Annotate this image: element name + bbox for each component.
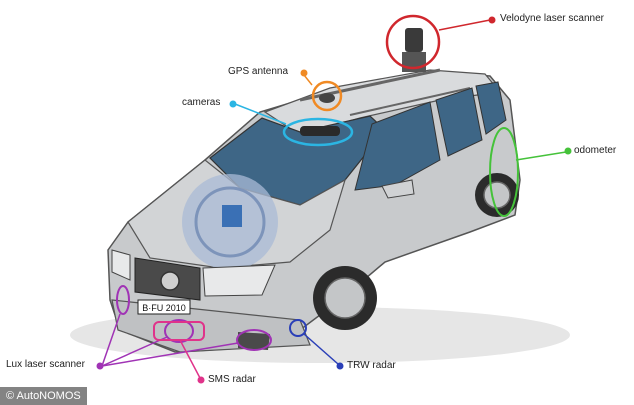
velodyne-leader — [438, 19, 491, 31]
seal-emblem — [222, 205, 242, 227]
lux-leader — [101, 336, 168, 367]
sms-label: SMS radar — [208, 374, 256, 385]
velodyne-label: Velodyne laser scanner — [500, 13, 604, 24]
trw-label: TRW radar — [347, 360, 396, 371]
license-plate-text: B·FU 2010 — [142, 303, 186, 313]
side-window — [354, 101, 441, 191]
gps-highlight — [311, 80, 343, 112]
roof-rail — [349, 87, 471, 116]
trw-dot — [336, 362, 344, 370]
gps-dot — [300, 69, 308, 77]
side-window — [475, 81, 507, 135]
vw-logo — [160, 271, 180, 291]
lux-leader — [101, 342, 239, 367]
license-plate — [137, 299, 191, 315]
odometer-label: odometer — [574, 145, 617, 156]
fog-light — [238, 332, 270, 350]
lux-leader — [101, 313, 121, 367]
lux-dot — [96, 362, 104, 370]
odometer-dot — [564, 147, 572, 155]
lux-label: Lux laser scanner — [6, 359, 85, 370]
velodyne-highlight — [385, 14, 441, 70]
rear-wheel-rim — [483, 181, 511, 209]
odometer-highlight — [489, 127, 519, 217]
headlight — [111, 249, 131, 281]
velodyne-dot — [488, 16, 496, 24]
cameras-label: cameras — [182, 97, 221, 108]
image-credit: © AutoNOMOS — [0, 387, 87, 405]
gps-antenna — [319, 93, 335, 103]
side-mirror — [381, 179, 415, 199]
university-seal-inner — [194, 186, 266, 258]
cameras-highlight — [282, 117, 354, 147]
lux-highlight-right — [236, 329, 272, 351]
camera-housing — [300, 126, 340, 136]
trw-leader — [303, 333, 339, 365]
sms-radar — [153, 321, 205, 341]
headlight — [202, 264, 276, 297]
side-window — [435, 87, 483, 157]
odometer-leader — [515, 151, 567, 161]
cameras-leader — [234, 103, 287, 125]
front-wheel-rim — [324, 277, 366, 319]
cameras-dot — [229, 100, 237, 108]
gps-label: GPS antenna — [228, 66, 289, 77]
velodyne-head — [405, 28, 423, 52]
trw-highlight — [289, 319, 307, 337]
sms-dot — [197, 376, 205, 384]
lux-highlight-left — [116, 285, 130, 315]
gps-leader — [303, 74, 313, 86]
sms-leader — [179, 339, 201, 379]
lux-highlight-center — [164, 319, 194, 343]
